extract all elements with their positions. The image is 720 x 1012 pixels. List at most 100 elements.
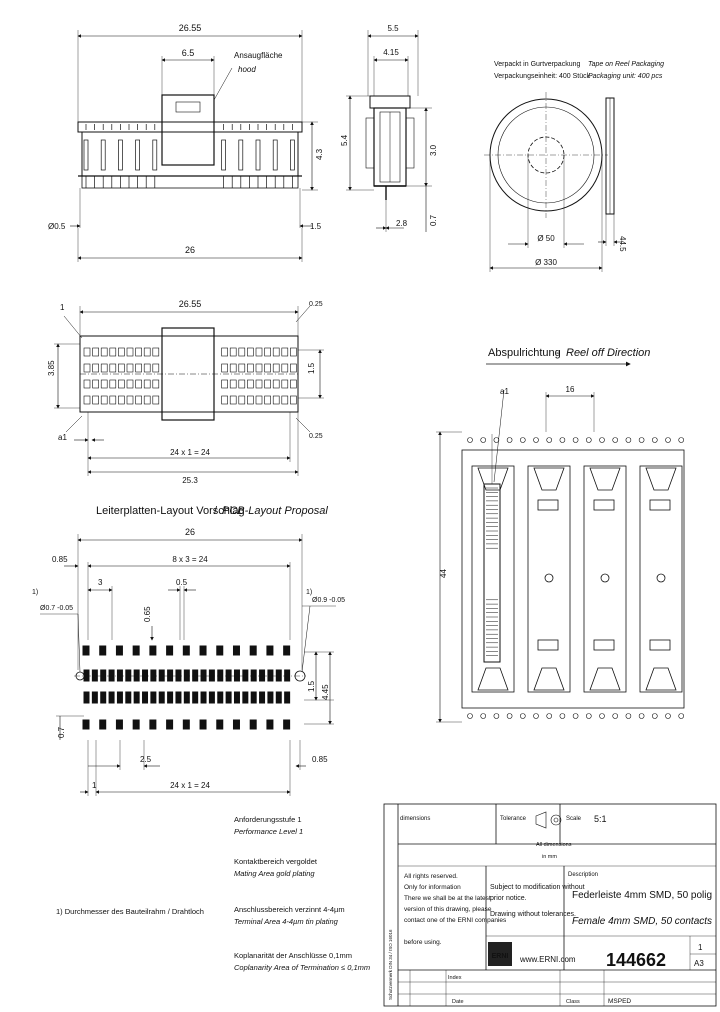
tb-rights-4: version of this drawing, please <box>404 906 492 913</box>
pcb-pad <box>158 669 165 682</box>
dim-plan-25-3: 25.3 <box>182 476 198 485</box>
sprocket-hole <box>599 713 605 719</box>
pocket-slot <box>649 639 671 651</box>
tb-subject-1: Subject to modification without <box>490 884 585 891</box>
sprocket-hole <box>533 713 539 719</box>
plan-contact <box>83 395 91 405</box>
pcb-pad <box>242 669 249 682</box>
pcb-pad-lower <box>166 719 174 730</box>
pcb-pad <box>175 669 182 682</box>
tb-date-label: Date <box>452 999 464 1005</box>
sprocket-hole <box>480 437 487 443</box>
pcb-pad <box>192 691 199 704</box>
contact-spring <box>272 139 278 171</box>
contact-spring <box>221 139 226 171</box>
pcb-pad-upper <box>149 645 157 656</box>
dim-pcb-hole-left: Ø0.7 -0.05 <box>40 605 73 612</box>
plan-contact <box>281 347 289 357</box>
plan-view <box>54 305 324 476</box>
plan-contact <box>118 379 125 389</box>
contact-spring <box>118 139 123 171</box>
tb-scale-value: 5:1 <box>594 814 607 824</box>
pcb-pad-upper <box>249 645 257 656</box>
pcb-pad <box>284 691 291 704</box>
dim-top-height: 4.3 <box>315 148 324 160</box>
plan-contact <box>92 395 99 405</box>
dim-top-width: 26 <box>185 245 195 255</box>
pocket-slot <box>537 499 559 511</box>
pcb-pad <box>167 691 174 704</box>
pcb-pad-lower <box>266 719 274 730</box>
label-plan-a1: a1 <box>58 433 67 442</box>
pcb-pad <box>116 669 123 682</box>
sprocket-hole <box>585 437 592 443</box>
plan-contact <box>221 379 228 389</box>
tb-desc-en: Female 4mm SMD, 50 contacts <box>572 916 712 927</box>
pcb-pad <box>233 669 240 682</box>
pocket-funnel-bottom <box>533 667 565 691</box>
sprocket-hole <box>572 437 579 443</box>
pcb-pad <box>150 691 157 704</box>
dim-pcb-total: 26 <box>185 527 195 537</box>
pcb-pad <box>250 669 257 682</box>
plan-contact <box>247 347 254 357</box>
pcb-pad <box>250 691 257 704</box>
pocket-hole <box>600 573 610 583</box>
dim-side-5-4: 5.4 <box>340 134 349 146</box>
plan-contact <box>264 395 271 405</box>
hood-label-en: hood <box>238 65 256 74</box>
label-plan-1: 1 <box>60 303 65 312</box>
pcb-pad <box>217 669 224 682</box>
sprocket-hole <box>638 437 645 443</box>
pcb-pad-lower <box>115 719 123 730</box>
pcb-pad-upper <box>283 645 291 656</box>
plan-contact <box>109 379 117 389</box>
pcb-pad-lower <box>216 719 224 730</box>
pcb-pad-upper <box>82 645 90 656</box>
pcb-pad <box>100 691 107 704</box>
pcb-pad <box>142 669 149 682</box>
label-pcb-footnote-right: 1) <box>306 589 312 596</box>
plan-contact <box>281 379 289 389</box>
tb-scale-label: Scale <box>566 816 582 822</box>
pcb-pad <box>167 669 174 682</box>
pcb-pad <box>158 691 165 704</box>
sprocket-hole <box>493 713 500 719</box>
pcb-pad <box>100 669 107 682</box>
tape-pocket <box>471 465 515 693</box>
dim-top-overall: 26.55 <box>179 23 202 33</box>
dim-side-5-5: 5.5 <box>387 24 399 33</box>
dim-side-3-0: 3.0 <box>429 144 438 156</box>
contact-spring <box>290 139 295 171</box>
dim-tape-width: 44 <box>439 569 448 578</box>
pcb-pad-lower <box>99 719 107 730</box>
tb-desc-de: Federleiste 4mm SMD, 50 polig <box>572 890 712 901</box>
dim-plan-3-85: 3.85 <box>47 360 56 376</box>
tb-tolerance-label: Tolerance <box>500 816 527 822</box>
tb-all-dims-unit: in mm <box>542 854 557 860</box>
pcb-pad-lower <box>283 719 291 730</box>
pcb-pad-lower <box>82 719 90 730</box>
reel-direction-title-en: Reel off Direction <box>566 347 650 359</box>
dim-plan-overall: 26.55 <box>179 299 202 309</box>
pcb-pad <box>208 691 215 704</box>
tb-class-label: Class <box>566 999 580 1005</box>
contact-spring <box>83 139 89 171</box>
plan-contact <box>238 363 246 373</box>
sprocket-hole <box>665 437 671 443</box>
pcb-pad <box>208 669 215 682</box>
note-coplan-de: Koplanarität der Anschlüsse 0,1mm <box>234 951 352 960</box>
plan-contact <box>264 379 271 389</box>
dim-pcb-2-5: 2.5 <box>140 755 152 764</box>
pcb-pad <box>217 691 224 704</box>
note-footnote: 1) Durchmesser des Bauteilrahm / Drahtlo… <box>56 907 204 916</box>
pcb-pad <box>91 691 98 704</box>
sprocket-hole <box>506 713 513 719</box>
pocket-slot <box>593 639 615 651</box>
sprocket-hole <box>546 713 553 719</box>
pcb-pad <box>267 691 274 704</box>
pcb-pad <box>83 669 90 682</box>
reel-direction-title-de: Abspulrichtung <box>488 347 561 359</box>
plan-contact <box>255 395 263 405</box>
sprocket-hole <box>493 437 500 443</box>
